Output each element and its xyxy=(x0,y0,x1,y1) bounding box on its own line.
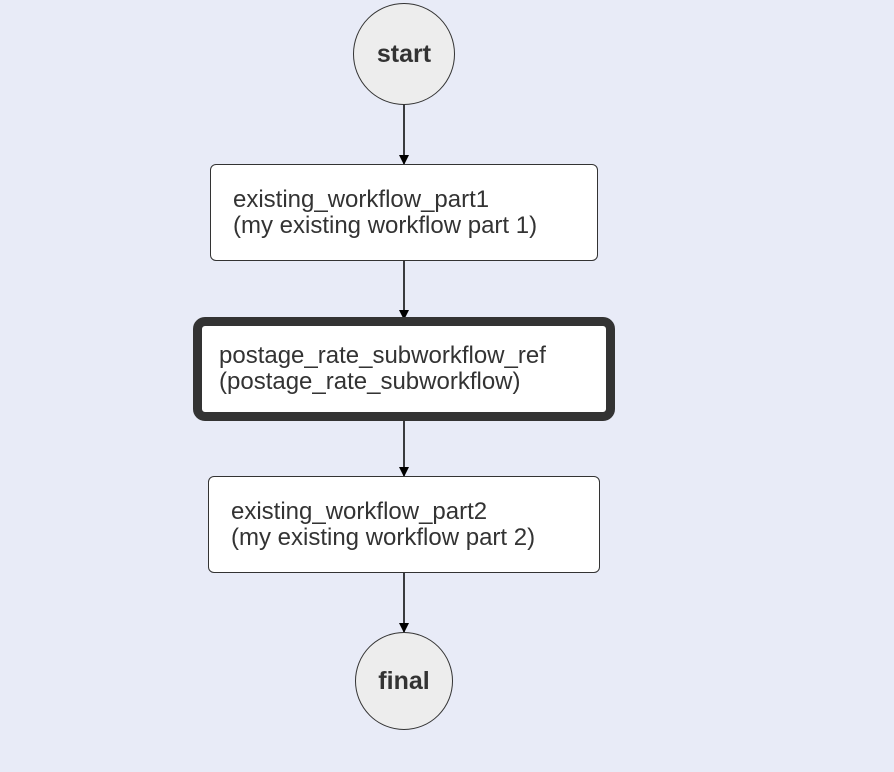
postage-rate-subworkflow-node[interactable]: postage_rate_subworkflow_ref (postage_ra… xyxy=(193,317,615,421)
postage-rate-subworkflow-desc: (postage_rate_subworkflow) xyxy=(219,368,521,395)
existing-workflow-part2-name: existing_workflow_part2 xyxy=(231,497,488,525)
start-node-label: start xyxy=(376,39,432,68)
existing-workflow-part1-desc: (my existing workflow part 1) xyxy=(233,211,538,239)
existing-workflow-part1-node[interactable]: existing_workflow_part1 (my existing wor… xyxy=(210,164,598,261)
existing-workflow-part2-node[interactable]: existing_workflow_part2 (my existing wor… xyxy=(208,476,600,573)
final-node[interactable]: final xyxy=(355,632,453,730)
existing-workflow-part2-desc: (my existing workflow part 2) xyxy=(231,523,536,551)
existing-workflow-part1-name: existing_workflow_part1 xyxy=(233,185,490,213)
postage-rate-subworkflow-name: postage_rate_subworkflow_ref xyxy=(219,342,546,369)
start-node[interactable]: start xyxy=(353,3,455,105)
final-node-label: final xyxy=(378,666,430,695)
